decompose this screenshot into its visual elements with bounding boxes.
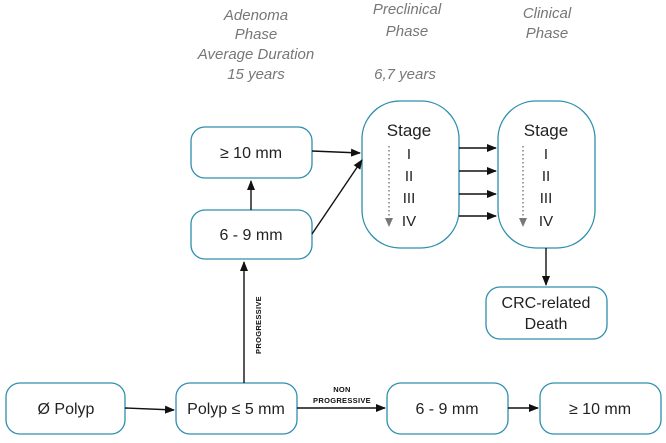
node-crc-death-line-2: Death: [525, 316, 568, 333]
node-crc-death-line-1: CRC-related: [502, 295, 591, 312]
node-large-nonprogressive-box: [539, 382, 662, 435]
adenoma-phase-line-1: Adenoma: [223, 7, 288, 24]
preclinical-stage-title: Stage: [387, 121, 431, 140]
clinical-phase-line-2: Phase: [526, 25, 569, 42]
clinical-stage-2: II: [542, 168, 550, 185]
preclinical-duration: 6,7 years: [374, 66, 436, 83]
clinical-phase-header: Clinical Phase: [523, 5, 572, 42]
adenoma-phase-line-3: Average Duration: [197, 46, 314, 63]
preclinical-phase-header: Preclinical Phase 6,7 years: [373, 1, 442, 83]
node-crc-death: CRC-related Death: [485, 286, 608, 340]
node-mid-nonprogressive-label: 6 - 9 mm: [415, 401, 478, 418]
node-polyp-small: Polyp ≤ 5 mm: [175, 382, 298, 435]
node-polyp-small-label: Polyp ≤ 5 mm: [187, 401, 285, 418]
arrow-large-progressive-to-preclinical: [311, 148, 361, 157]
clinical-stage-1: I: [544, 146, 548, 163]
preclinical-phase-line-2: Phase: [386, 23, 429, 40]
edge-label-progressive: PROGRESSIVE: [254, 296, 263, 354]
preclinical-stage-1: I: [407, 146, 411, 163]
node-mid-nonprogressive: 6 - 9 mm: [386, 382, 509, 435]
preclinical-stage-2: II: [405, 168, 413, 185]
adenoma-phase-line-4: 15 years: [227, 66, 285, 83]
node-large-progressive-label: ≥ 10 mm: [220, 145, 282, 162]
node-mid-progressive-label: 6 - 9 mm: [219, 227, 282, 244]
node-large-nonprogressive: ≥ 10 mm: [539, 382, 662, 435]
arrow-mid-progressive-to-preclinical: [311, 159, 363, 235]
clinical-stage-box: Stage I II III IV: [497, 100, 596, 249]
node-large-progressive-box: [190, 126, 313, 179]
preclinical-stage-4: IV: [402, 213, 416, 230]
adenoma-phase-header: Adenoma Phase Average Duration 15 years: [197, 7, 314, 83]
node-crc-death-box: [485, 286, 608, 340]
preclinical-stage-3: III: [403, 190, 416, 207]
clinical-stage-4: IV: [539, 213, 553, 230]
clinical-stage-title: Stage: [524, 121, 568, 140]
node-no-polyp-label: Ø Polyp: [38, 401, 95, 418]
arrow-no-polyp-to-polyp-small: [124, 405, 175, 414]
edge-label-non-progressive-line-1: NON: [333, 385, 351, 394]
preclinical-stage-box: Stage I II III IV: [361, 100, 460, 249]
preclinical-stage-box-outline: [361, 100, 460, 249]
preclinical-phase-line-1: Preclinical: [373, 1, 442, 18]
adenoma-phase-line-2: Phase: [235, 26, 278, 43]
node-mid-progressive: 6 - 9 mm: [190, 209, 313, 260]
clinical-phase-line-1: Clinical: [523, 5, 572, 22]
node-large-progressive: ≥ 10 mm: [190, 126, 313, 179]
edge-label-non-progressive-line-2: PROGRESSIVE: [313, 396, 371, 405]
node-no-polyp: Ø Polyp: [5, 382, 126, 435]
clinical-stage-3: III: [540, 190, 553, 207]
node-large-nonprogressive-label: ≥ 10 mm: [569, 401, 631, 418]
